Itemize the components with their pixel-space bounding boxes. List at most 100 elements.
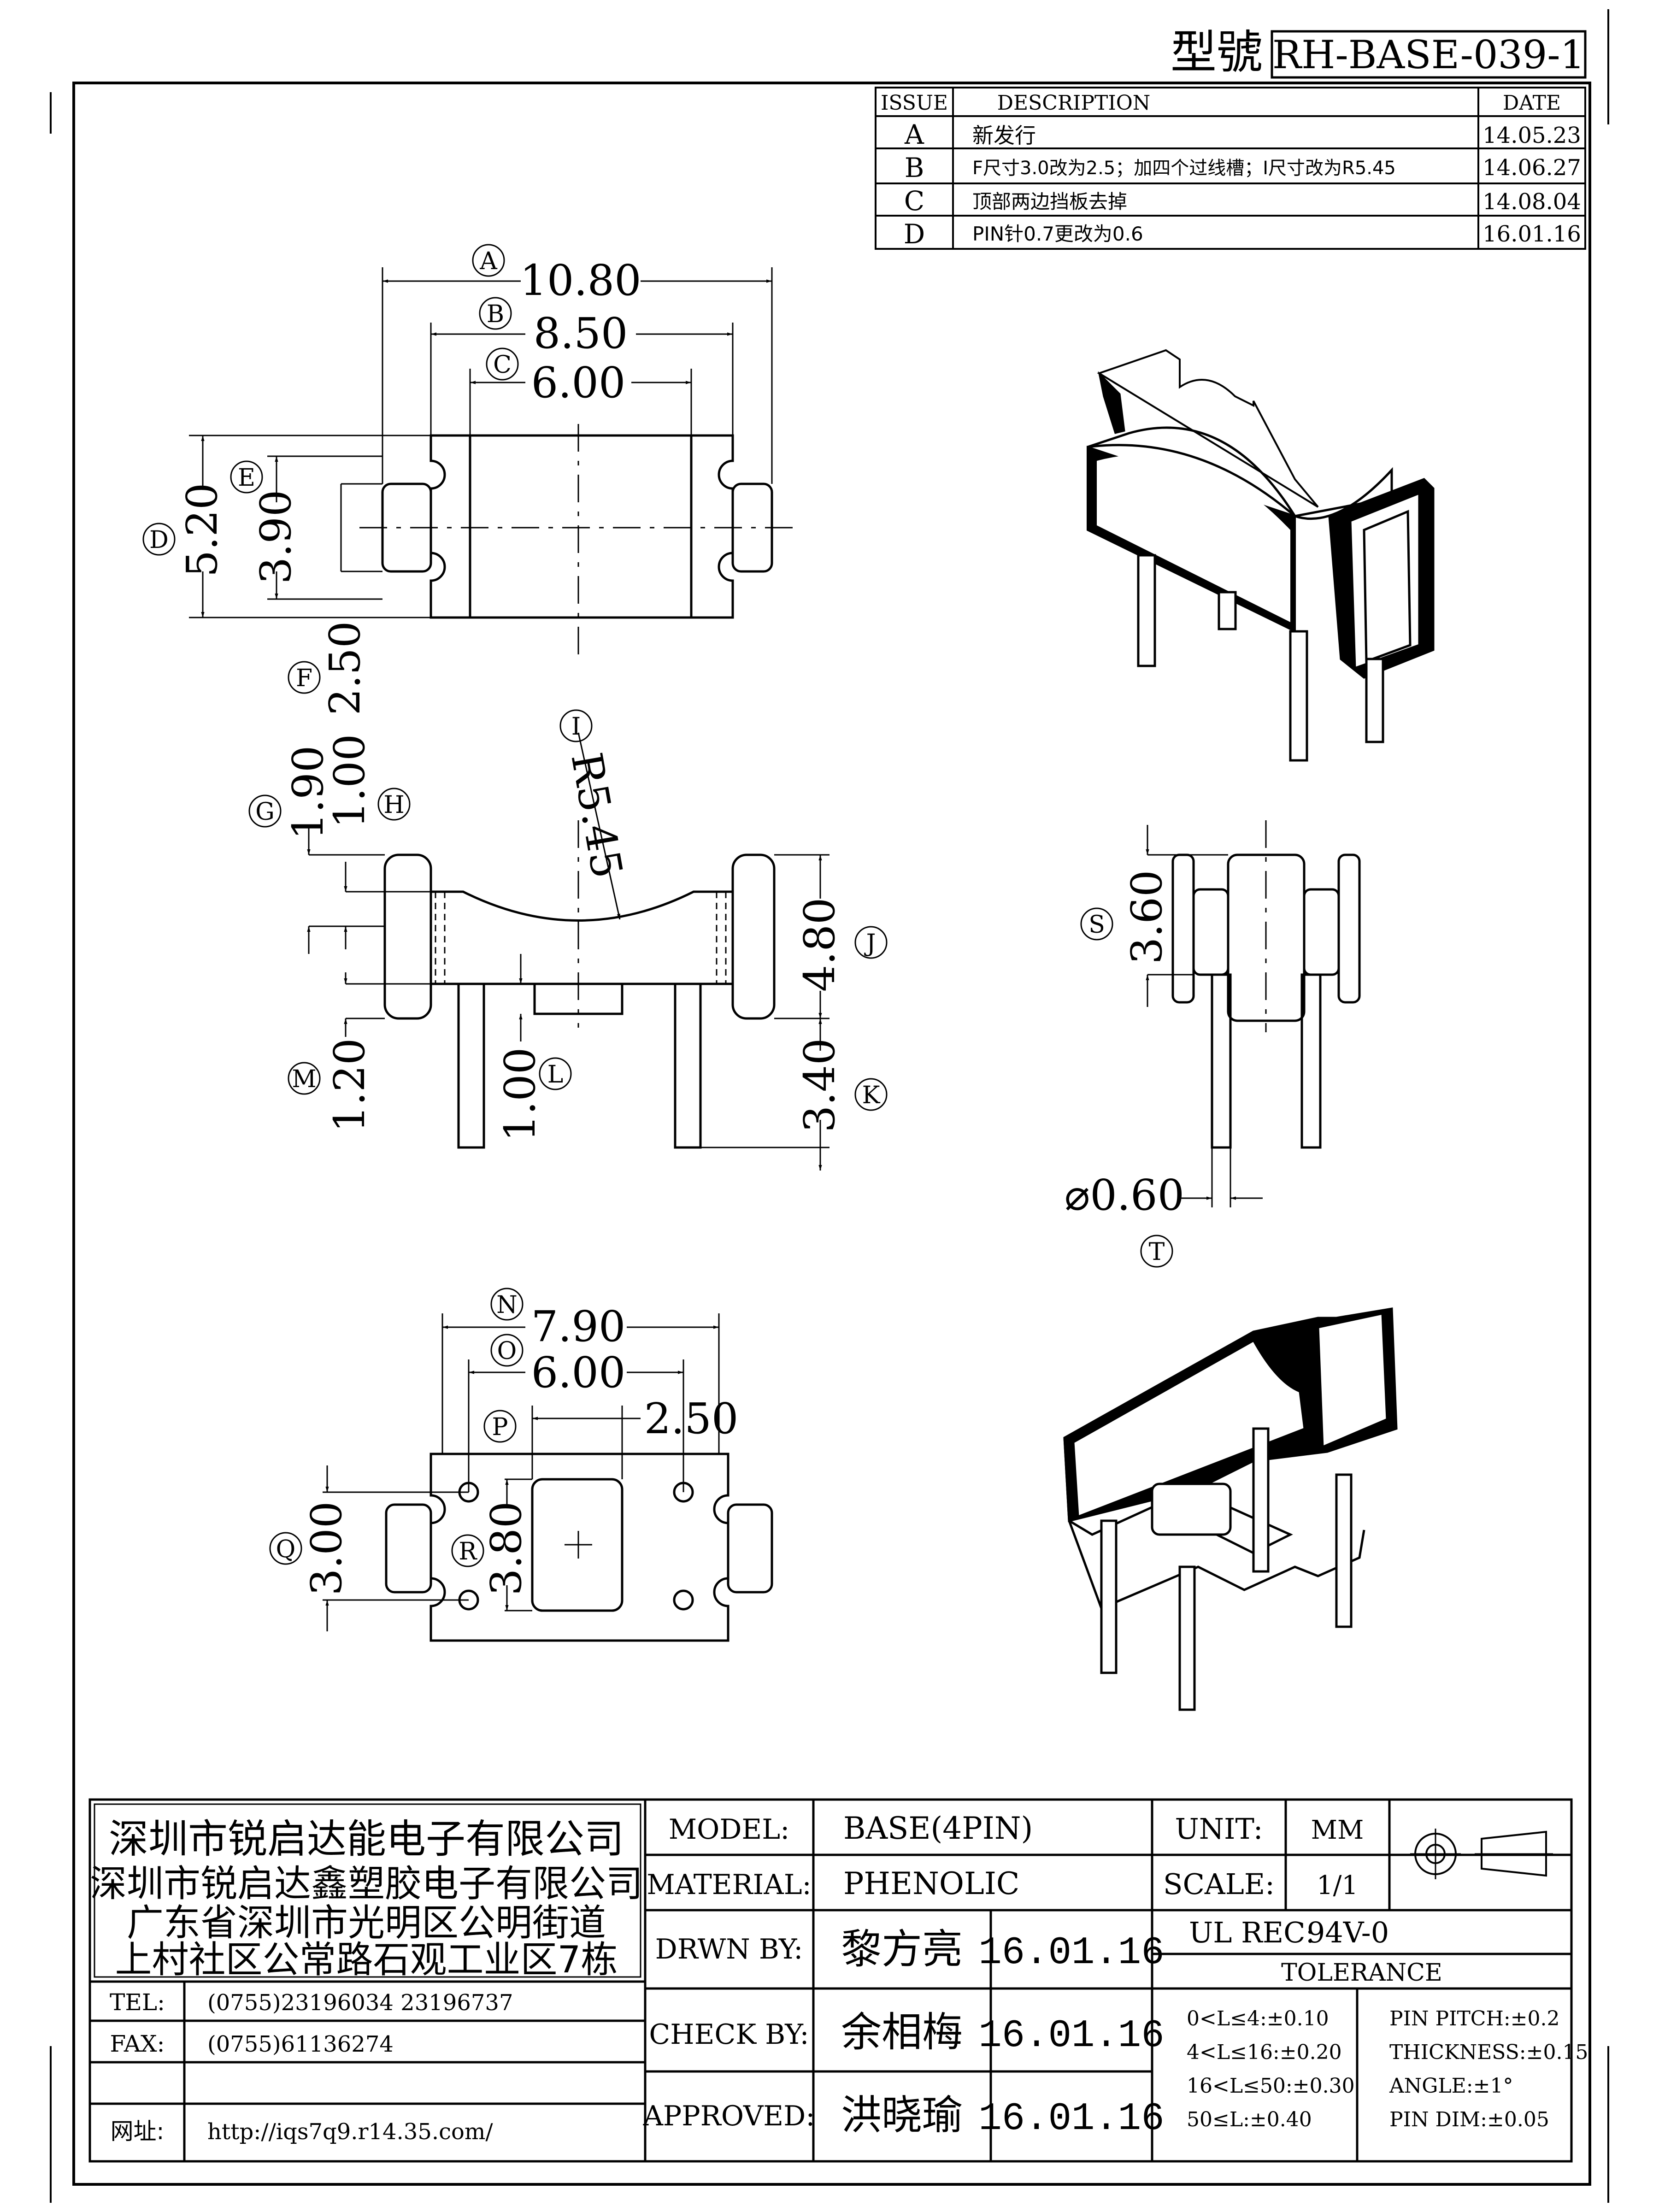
dim-q-value: 3.00: [302, 1501, 351, 1596]
rev-row-date: 16.01.16: [1483, 221, 1581, 247]
tag-q: Q: [276, 1535, 296, 1563]
dim-h-value: 1.00: [325, 734, 374, 829]
side-view-outline: [1171, 853, 1361, 1149]
fax-value: (0755)61136274: [207, 2031, 394, 2057]
scale-label: SCALE:: [1163, 1867, 1275, 1901]
tolerance-item: 16<L≤50:±0.30: [1187, 2074, 1355, 2098]
tag-g: G: [255, 798, 275, 826]
tolerance-item: 0<L≤4:±0.10: [1187, 2007, 1329, 2030]
tolerance-title: TOLERANCE: [1281, 1959, 1442, 1987]
approved-date: 16.01.16: [978, 2097, 1164, 2141]
dim-d-value: 5.20: [177, 483, 227, 577]
approved-name: 洪晓瑜: [841, 2091, 963, 2139]
rev-row-issue: A: [904, 119, 924, 150]
tolerance-spec: THICKNESS:±0.15: [1389, 2041, 1588, 2064]
dim-f-value: 2.50: [320, 621, 370, 716]
tag-f: F: [296, 665, 312, 692]
bottom-view-outline: [385, 1453, 773, 1642]
dim-i-value: R5.45: [561, 749, 632, 882]
tag-c: C: [493, 351, 512, 379]
top-view-outline: [381, 434, 773, 619]
tag-n: N: [496, 1291, 518, 1319]
dim-j-value: 4.80: [795, 898, 844, 992]
dim-o-value: 6.00: [531, 1348, 626, 1397]
unit-value: MM: [1311, 1815, 1364, 1845]
company-name-2: 深圳市锐启达鑫塑胶电子有限公司: [90, 1862, 643, 1905]
rev-header-date: DATE: [1503, 91, 1561, 115]
dim-t-value: ⌀0.60: [1065, 1171, 1184, 1220]
rev-row-description: PIN针0.7更改为0.6: [972, 223, 1143, 245]
fax-label: FAX:: [110, 2030, 165, 2057]
tolerance-ranges: 0<L≤4:±0.10 4<L≤16:±0.20 16<L≤50:±0.30 5…: [1187, 2007, 1355, 2131]
tag-l: L: [547, 1061, 564, 1088]
material-label: MATERIAL:: [647, 1869, 812, 1901]
tag-j: J: [864, 930, 876, 957]
ul-label: UL REC:: [1189, 1916, 1315, 1949]
dimension-tag-circles: [142, 244, 1173, 1567]
drawn-date: 16.01.16: [978, 1931, 1164, 1975]
unit-label: UNIT:: [1175, 1812, 1263, 1846]
tag-p: P: [492, 1413, 508, 1441]
rev-row-description: F尺寸3.0改为2.5；加四个过线槽；I尺寸改为R5.45: [972, 158, 1396, 179]
sheet-frame: [50, 9, 1609, 2203]
iso-view-bottom: [1063, 1307, 1398, 1711]
web-label: 网址:: [111, 2118, 165, 2145]
dimension-tags: A B C D E F G H I J K L M S T N O P Q R: [149, 247, 1165, 1565]
tolerance-item: 4<L≤16:±0.20: [1187, 2041, 1342, 2064]
tolerance-spec: PIN DIM:±0.05: [1389, 2108, 1549, 2131]
dim-a-value: 10.80: [520, 256, 641, 305]
tolerance-spec: ANGLE:±1°: [1389, 2074, 1513, 2098]
check-by-label: CHECK BY:: [649, 2018, 809, 2051]
dim-g-value: 1.90: [283, 746, 333, 840]
dim-b-value: 8.50: [534, 309, 628, 358]
front-view-outline: [383, 853, 776, 1149]
tolerance-specs: PIN PITCH:±0.2 THICKNESS:±0.15 ANGLE:±1°…: [1389, 2007, 1588, 2131]
tag-d: D: [149, 526, 169, 554]
dimension-lines: [189, 267, 1263, 1631]
check-by-name: 余相梅: [841, 2008, 963, 2056]
tag-e: E: [238, 464, 255, 492]
company-name-1: 深圳市锐启达能电子有限公司: [109, 1816, 624, 1862]
dim-r-value: 3.80: [482, 1501, 531, 1596]
web-value: http://iqs7q9.r14.35.com/: [207, 2119, 493, 2145]
rev-row-date: 14.08.04: [1483, 189, 1581, 215]
dim-k-value: 3.40: [795, 1038, 844, 1133]
dim-e-value: 3.90: [251, 490, 300, 584]
tag-t: T: [1149, 1238, 1165, 1266]
rev-row-issue: B: [905, 152, 924, 183]
dim-m-value: 1.20: [325, 1038, 374, 1133]
model-no-value: RH-BASE-039-1: [1272, 32, 1585, 77]
side-view: [1171, 820, 1361, 1149]
model-number-header: 型號 RH-BASE-039-1: [1171, 25, 1587, 79]
drawn-by-name: 黎方亮: [841, 1925, 963, 1973]
rev-row-description: 顶部两边挡板去掉: [972, 190, 1127, 213]
ul-value: 94V-0: [1307, 1916, 1389, 1949]
tag-k: K: [862, 1082, 881, 1109]
tag-a: A: [479, 247, 498, 275]
iso-view-top: [1087, 349, 1435, 762]
rev-row-date: 14.06.27: [1483, 155, 1581, 181]
tag-h: H: [383, 791, 404, 819]
tel-label: TEL:: [110, 1989, 165, 2016]
title-block: 深圳市锐启达能电子有限公司 深圳市锐启达鑫塑胶电子有限公司 广东省深圳市光明区公…: [88, 1798, 1588, 2163]
rev-row-issue: C: [904, 185, 924, 217]
check-date: 16.01.16: [978, 2014, 1164, 2058]
rev-header-description: DESCRIPTION: [997, 91, 1151, 115]
company-address-1: 广东省深圳市光明区公明街道: [127, 1901, 606, 1944]
material-value: PHENOLIC: [843, 1866, 1019, 1901]
tel-value: (0755)23196034 23196737: [207, 1990, 513, 2016]
dim-c-value: 6.00: [531, 358, 626, 407]
projection-symbol: [1410, 1829, 1553, 1879]
tag-m: M: [292, 1065, 316, 1093]
dim-l-value: 1.00: [495, 1047, 545, 1142]
tag-r: R: [459, 1538, 477, 1565]
front-view: [383, 820, 776, 1149]
tolerance-spec: PIN PITCH:±0.2: [1389, 2007, 1560, 2030]
rev-row-description: 新发行: [972, 123, 1036, 148]
scale-value: 1/1: [1317, 1871, 1358, 1900]
tag-s: S: [1088, 911, 1105, 939]
dim-s-value: 3.60: [1122, 870, 1171, 965]
dim-n-value: 7.90: [531, 1302, 626, 1351]
model-label: MODEL:: [669, 1813, 790, 1846]
